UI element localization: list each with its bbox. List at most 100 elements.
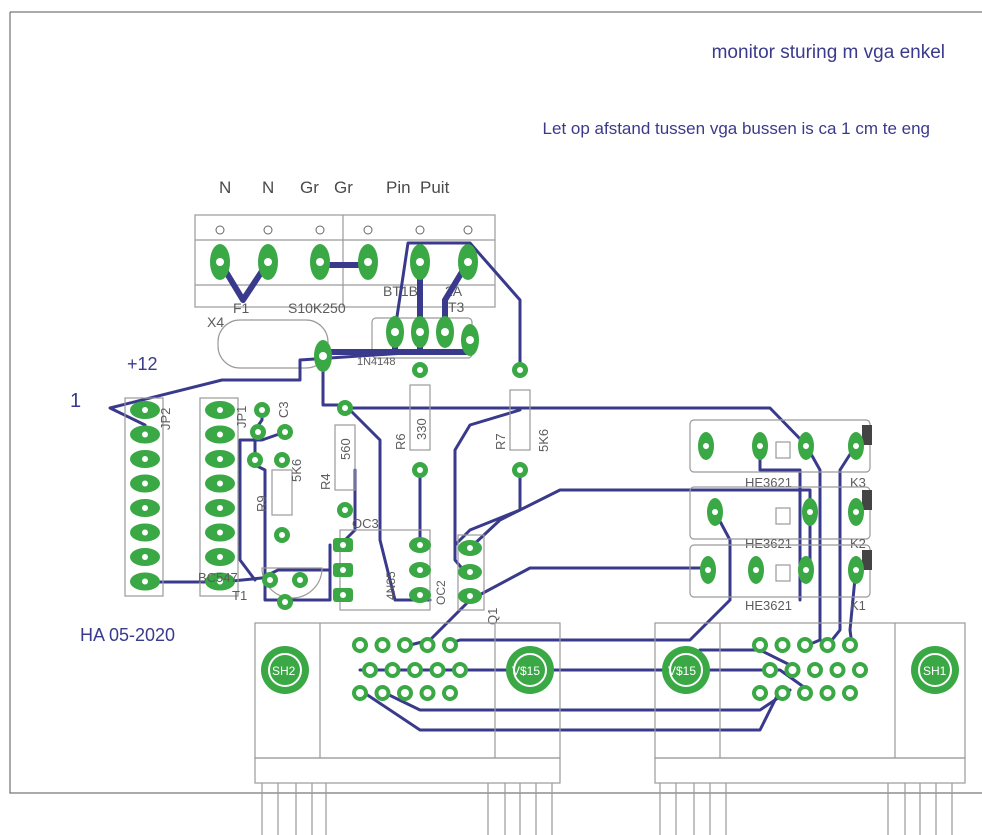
vga-pin-hole — [401, 641, 409, 649]
ref-c3: C3 — [276, 401, 291, 418]
ref-k1: K1 — [850, 598, 866, 613]
ref-jp1: JP1 — [234, 406, 249, 428]
resistor-r9 — [271, 452, 293, 543]
vga-pin-hole — [846, 641, 854, 649]
ref-r6-val: 330 — [414, 418, 429, 440]
q1-pads — [457, 534, 485, 611]
mount-holes — [261, 646, 959, 694]
resistor-r4 — [334, 400, 356, 518]
varistor-outline — [217, 319, 329, 369]
header-pad-hole — [217, 505, 223, 511]
title-note: monitor sturing m vga enkel — [712, 42, 945, 63]
header-pad-hole — [142, 578, 148, 585]
ref-varistor: S10K250 — [288, 300, 346, 316]
header-pad-hole — [142, 554, 148, 560]
vga-pin-hole — [788, 666, 797, 674]
ref-jp2: JP2 — [158, 408, 173, 430]
vga-pin-hole — [446, 641, 454, 649]
terminal-block — [194, 214, 496, 308]
vga-pins — [352, 637, 868, 701]
vga-pin-hole — [846, 689, 854, 697]
vga-pin-hole — [378, 641, 387, 649]
header-pad-hole — [217, 529, 223, 536]
ref-t1: T1 — [232, 588, 247, 603]
warning-note: Let op afstand tussen vga bussen is ca 1… — [543, 119, 930, 138]
conn-label-pin: Pin — [386, 178, 411, 197]
resistor-r7 — [509, 362, 531, 478]
vga-pin-hole — [778, 689, 787, 697]
vga-pin-hole — [811, 666, 819, 674]
header-pads — [124, 397, 239, 597]
ref-relay-k1-type: HE3621 — [745, 598, 792, 613]
ref-t3: T3 — [448, 299, 465, 315]
vga-pin-hole — [856, 666, 864, 674]
conn-label-gr2: Gr — [300, 178, 319, 197]
plus12-label: +12 — [127, 354, 158, 374]
ref-q1: Q1 — [485, 608, 500, 625]
header-pad-hole — [142, 407, 148, 413]
vga-connector-left — [254, 622, 561, 835]
vga-pin-hole — [356, 689, 364, 697]
vga-pin-hole — [833, 666, 842, 674]
vga-pin-hole — [801, 641, 809, 649]
ref-r4: R4 — [318, 473, 333, 490]
vga-pin-hole — [401, 689, 409, 697]
conn-label-n1: N — [262, 178, 274, 197]
ref-x4: X4 — [207, 314, 224, 330]
ref-fuse: F1 — [233, 300, 250, 316]
relay-k2 — [689, 486, 872, 540]
header-pad-hole — [217, 407, 223, 413]
vga-pin-hole — [433, 666, 442, 674]
vga-pin-hole — [366, 666, 374, 674]
ref-r7: R7 — [493, 433, 508, 450]
ref-r6: R6 — [393, 433, 408, 450]
vga-pin-hole — [388, 666, 397, 674]
header-pad-hole — [142, 456, 148, 462]
ref-r9: R9 — [254, 495, 269, 512]
header-pad-hole — [142, 431, 148, 438]
vga-pin-hole — [756, 689, 764, 697]
relay-k3 — [689, 419, 872, 473]
vga-pin-hole — [456, 666, 464, 674]
vga-pin-hole — [756, 641, 764, 649]
optocoupler — [333, 529, 431, 611]
header-pad-list — [130, 401, 235, 591]
ref-oc3: OC3 — [352, 516, 379, 531]
vga-pin-hole — [801, 689, 809, 697]
date-note: HA 05-2020 — [80, 625, 175, 645]
relay-k1 — [689, 544, 872, 598]
vga-pin-hole — [778, 641, 787, 649]
resistor-r6 — [409, 362, 431, 478]
header-pad-hole — [217, 554, 223, 560]
header-pad-hole — [217, 456, 223, 462]
ref-k3: K3 — [850, 475, 866, 490]
vga-pin-hole — [446, 689, 454, 697]
ref-bc547: BC547 — [198, 570, 238, 585]
pin1-label: 1 — [70, 390, 81, 412]
connector-labels: Puit Pin Gr Gr N N — [219, 178, 450, 197]
ref-oc2: OC2 — [434, 580, 448, 605]
header-pad-hole — [142, 505, 148, 511]
ref-vga-a: V$15 — [512, 664, 540, 678]
terminal-pads — [210, 244, 479, 372]
ref-bridge: 1N4148 — [357, 356, 396, 368]
ref-sh2: SH2 — [272, 664, 296, 678]
ref-relay-k3-type: HE3621 — [745, 475, 792, 490]
vga-connector-right — [654, 622, 966, 835]
vga-pin-hole — [378, 689, 387, 697]
ref-r7-val: 5K6 — [536, 429, 551, 452]
header-pad-hole — [142, 529, 148, 536]
header-pad-hole — [217, 578, 223, 585]
conn-label-puit: Puit — [420, 178, 450, 197]
ref-oc-type: 4N35 — [384, 571, 398, 600]
transistor-t1 — [261, 567, 323, 610]
conn-label-gr1: Gr — [334, 178, 353, 197]
ref-k2: K2 — [850, 536, 866, 551]
ref-r4-val: 560 — [338, 438, 353, 460]
vga-pin-hole — [423, 689, 432, 697]
vga-pin-hole — [823, 689, 832, 697]
header-pad-hole — [217, 480, 223, 487]
vga-pin-hole — [356, 641, 364, 649]
vga-pin-hole — [823, 641, 832, 649]
ref-r9-val: 5K6 — [289, 459, 304, 482]
